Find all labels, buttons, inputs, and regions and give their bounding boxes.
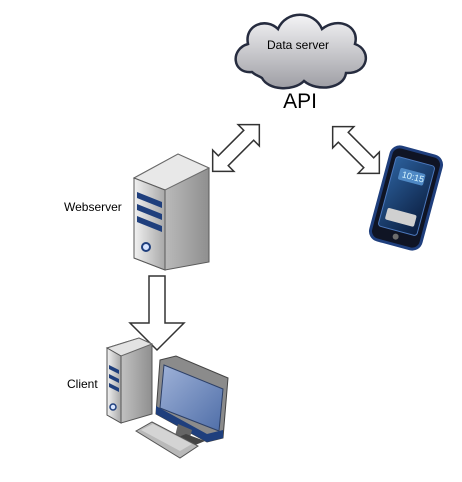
data-server-cloud [234, 13, 368, 90]
client-label: Client [67, 377, 98, 391]
api-label: API [283, 90, 317, 113]
webserver-to-client-arrow [128, 275, 186, 352]
client-computer-icon [105, 337, 229, 459]
mobile-phone-icon [368, 145, 444, 251]
api-arrow-left [211, 123, 261, 173]
webserver-icon [132, 153, 211, 271]
data-server-label: Data server [266, 38, 330, 52]
api-arrow-right [331, 125, 381, 175]
webserver-label: Webserver [64, 200, 122, 214]
